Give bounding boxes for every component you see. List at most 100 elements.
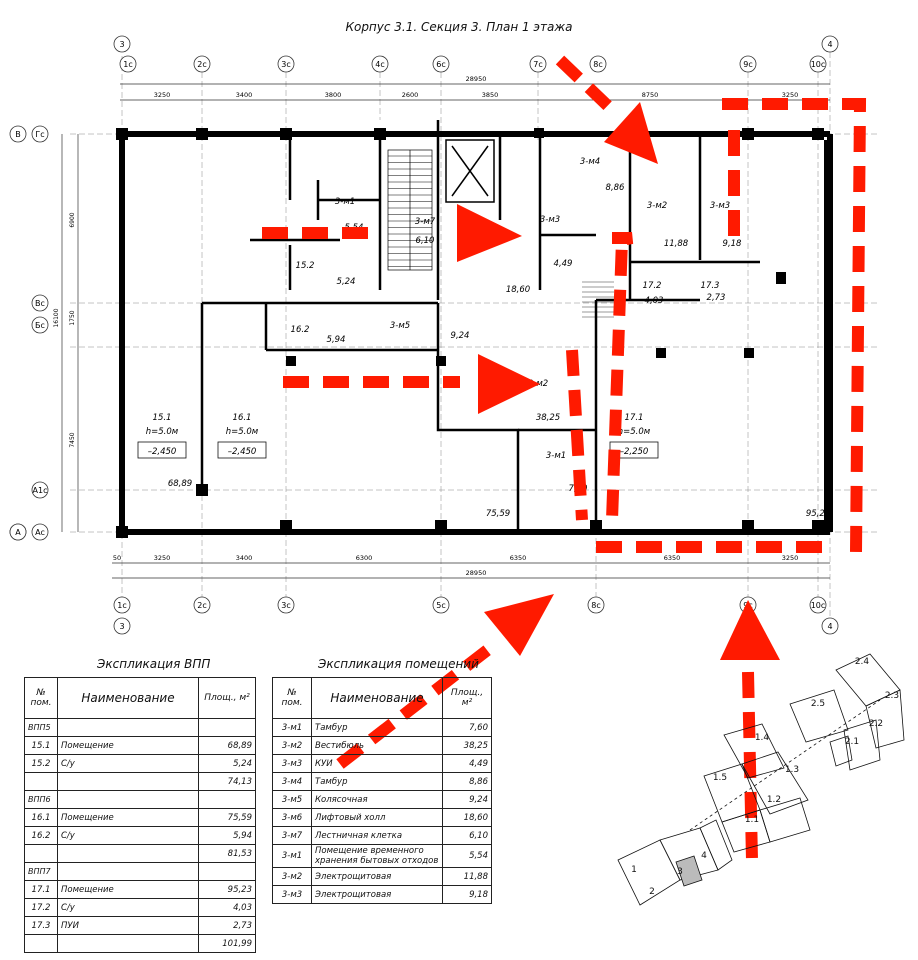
room-area: 9,18 — [723, 239, 743, 249]
dim-label: 3250 — [782, 91, 799, 99]
axis-label: 7c — [533, 60, 543, 69]
room-id: 17.2 — [643, 281, 662, 291]
axis-label: 2c — [197, 601, 207, 610]
unit-id: 15.1 — [153, 413, 172, 423]
cell-num: 17.2 — [24, 898, 58, 917]
axis-bubble: 3c — [277, 596, 295, 614]
table-row: 74,13 — [24, 772, 256, 791]
exterior-walls — [119, 131, 833, 535]
cell-num: 15.2 — [24, 754, 58, 773]
axis-bubble: 2c — [193, 55, 211, 73]
cell-name — [57, 772, 199, 791]
plan-title: Корпус 3.1. Секция 3. План 1 этажа — [345, 20, 573, 34]
dim-label: 3250 — [782, 554, 799, 562]
axis-bubble: 7c — [529, 55, 547, 73]
unit-id: 17.1 — [625, 413, 644, 423]
key-plan — [617, 653, 905, 906]
axis-bubble: 4c — [371, 55, 389, 73]
unit-height: h=5.0м — [226, 427, 259, 437]
unit-labels: 15.1h=5.0м–2,45068,8916.1h=5.0м–2,45075,… — [137, 413, 830, 519]
room-area: 5,24 — [337, 277, 356, 287]
table-row: 81,53 — [24, 844, 256, 863]
unit-height: h=5.0м — [146, 427, 179, 437]
cell-num: 16.1 — [24, 808, 58, 827]
dimension-lines — [61, 83, 830, 579]
key-plan-label: 2.1 — [845, 737, 859, 747]
cell-area: 9,24 — [442, 790, 492, 809]
dim-label: 6300 — [356, 554, 373, 562]
axis-label: 1c — [123, 60, 133, 69]
key-plan-label: 2.2 — [869, 719, 883, 729]
room-id: 3-м1 — [546, 451, 566, 461]
red-dash-line — [606, 232, 634, 521]
cell-area: 5,94 — [198, 826, 256, 845]
axis-bubble: 4 — [821, 617, 839, 635]
axis-label: 10c — [811, 601, 826, 610]
axis-label: 3c — [281, 601, 291, 610]
cell-area: 7,60 — [442, 718, 492, 737]
table-row: ВПП7 — [24, 862, 256, 881]
cell-area: 8,86 — [442, 772, 492, 791]
cell-num: 16.2 — [24, 826, 58, 845]
room-id: 3-м3 — [540, 215, 560, 225]
rooms-table-title: Экспликация помещений — [318, 657, 479, 671]
lift-hall-area: 18,60 — [506, 285, 530, 295]
key-plan-label: 2.5 — [811, 699, 825, 709]
axis-bubble: А1с — [31, 481, 49, 499]
red-arrow-triangle — [484, 594, 554, 656]
cell-area: 9,18 — [442, 885, 492, 904]
axis-bubble: Гс — [31, 125, 49, 143]
room-id: 17.3 — [701, 281, 720, 291]
dim-label: 3250 — [154, 91, 171, 99]
cell-num: ВПП7 — [24, 862, 58, 881]
cell-area: 68,89 — [198, 736, 256, 755]
dim-label: 6900 — [69, 212, 76, 227]
axis-label: 2c — [197, 60, 207, 69]
cell-area: 101,99 — [198, 934, 256, 953]
axis-label: 9c — [743, 60, 753, 69]
cell-name: С/у — [57, 898, 199, 917]
unit-id: 16.1 — [233, 413, 252, 423]
cell-area: 2,73 — [198, 916, 256, 935]
cell-area: 75,59 — [198, 808, 256, 827]
room-area: 8,86 — [606, 183, 626, 193]
unit-level-box — [137, 441, 187, 459]
dim-label: 1750 — [69, 310, 76, 325]
cell-num: 17.3 — [24, 916, 58, 935]
axis-label: 1c — [117, 601, 127, 610]
axis-label: 4 — [827, 622, 832, 631]
axis-label: 3 — [119, 40, 124, 49]
cell-name: Лестничная клетка — [311, 826, 443, 845]
cell-num: ВПП6 — [24, 790, 58, 809]
key-plan-label: 1.3 — [785, 765, 799, 775]
red-dash-line — [566, 349, 588, 521]
cell-area: 81,53 — [198, 844, 256, 863]
axis-bubble: 10c — [809, 596, 827, 614]
red-dash-line — [722, 98, 867, 553]
key-plan-label: 2 — [649, 887, 655, 897]
cell-name: Лифтовый холл — [311, 808, 443, 827]
key-plan-label: 2.3 — [885, 691, 899, 701]
room-labels: 3-м15,54 3-м76,10 3-м48,86 3-м34,49 3-м2… — [291, 157, 743, 494]
columns — [116, 128, 830, 538]
cell-num: 3-м3 — [272, 754, 312, 773]
cell-name: Тамбур — [311, 718, 443, 737]
dim-total: 28950 — [466, 569, 487, 577]
axis-bubble: 8c — [587, 596, 605, 614]
unit-height: h=5.0м — [618, 427, 651, 437]
vpp-table-title: Экспликация ВПП — [97, 657, 211, 671]
axes-left: ВГсВсБсАА1сААс — [9, 125, 49, 541]
cell-name — [57, 934, 199, 953]
cell-num: 3-м6 — [272, 808, 312, 827]
